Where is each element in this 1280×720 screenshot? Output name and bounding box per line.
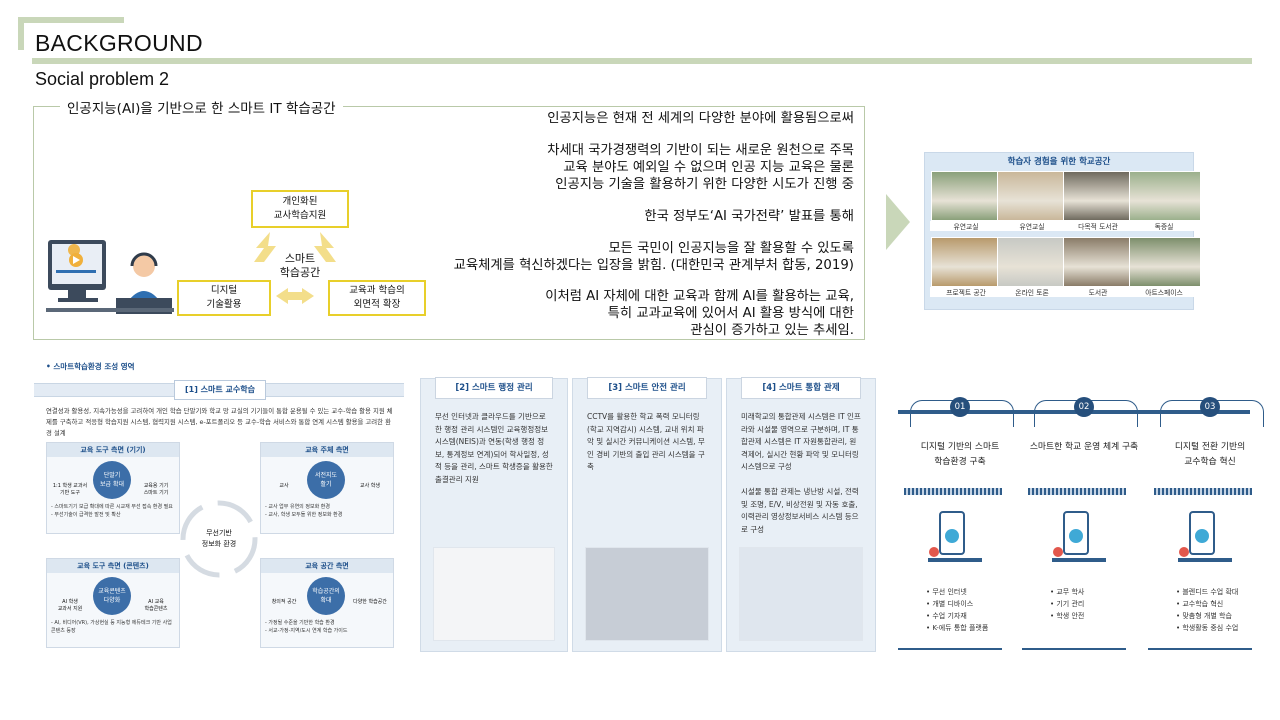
card-text: 미래학교의 통합관제 시스템은 IT 인프라와 시설물 영역으로 구분하며, I…	[741, 412, 861, 534]
node-digital-tech: 디지털 기술활용	[177, 280, 271, 316]
diagram-center: 스마트 학습공간	[279, 252, 321, 279]
school-photo	[997, 171, 1069, 221]
block-right: 교사 학생	[360, 483, 380, 489]
paragraph-2: 차세대 국가경쟁력의 기반이 되는 새로운 원천으로 주목 교육 분야도 예외일…	[547, 143, 854, 192]
school-photo	[931, 171, 1003, 221]
block-right: 다양한 학습공간	[353, 599, 387, 605]
column-stripe	[904, 488, 1002, 495]
block-title: 교육 주체 측면	[261, 443, 393, 457]
column-bullets: • 무선 인터넷 • 개별 디바이스 • 수업 기자재 • K-에듀 통합 플랫…	[926, 588, 989, 632]
column-illustration-icon	[1178, 511, 1232, 562]
cycle-center: 무선기반 정보화 환경	[201, 529, 237, 548]
block-center: 단말기 보급 확대	[93, 461, 131, 499]
photo-label: 온라인 토론	[996, 287, 1068, 297]
page-subtitle: Social problem 2	[35, 69, 170, 89]
column-baseline	[898, 648, 1002, 650]
block-left: 1:1 학생 교과서 기반 도구	[52, 483, 88, 496]
photo-label: 유연교실	[996, 221, 1068, 231]
block-title: 교육 도구 측면 (콘텐츠)	[47, 559, 179, 573]
block-left: 창의적 공간	[271, 599, 297, 605]
card-image	[739, 547, 863, 641]
column-baseline	[1148, 648, 1252, 650]
teacher-computer-icon	[46, 240, 174, 314]
feature-card: [3] 스마트 안전 관리 CCTV를 활용한 학교 폭력 모니터링(학교 지역감…	[572, 377, 722, 652]
column-bullets: • 블렌디드 수업 확대 • 교수학습 혁신 • 맞춤형 개별 학습 • 학생활…	[1176, 588, 1239, 632]
column-stripe	[1028, 488, 1126, 495]
corner-accent	[18, 17, 124, 50]
block-notes: - AI, 비디어(VR), 가상현실 등 지능형 에듀테크 기반 사업 콘텐츠…	[51, 620, 172, 634]
block-notes: - 교사 업무 유연의 정보화 환경 - 교사, 학생 모두들 위한 정보화 환…	[265, 504, 343, 518]
node-text: 교육과 학습의 외면적 확장	[349, 285, 405, 310]
column-illustration-icon	[1052, 511, 1106, 562]
block-center: 서전지도 활기	[307, 461, 345, 499]
columns-bar	[898, 410, 1250, 414]
column-title: 디지털 기반의 스마트 학습환경 구축	[920, 442, 1000, 467]
photo-label: 다목적 도서관	[1062, 221, 1134, 231]
school-photo	[931, 237, 1003, 287]
paragraph-5: 이처럼 AI 자체에 대한 교육과 함께 AI를 활용하는 교육, 특히 교과교…	[545, 289, 854, 338]
card-image	[585, 547, 709, 641]
infographic-heading: [1] 스마트 교수학습	[174, 380, 266, 400]
paragraph-4: 모든 국민이 인공지능을 잘 활용할 수 있도록 교육체계를 혁신하겠다는 입장…	[453, 241, 854, 273]
school-photo	[1063, 237, 1135, 287]
infographic-block: 교육 도구 측면 (기기) 단말기 보급 확대 1:1 학생 교과서 기반 도구 교육…	[46, 442, 180, 534]
school-photo	[1129, 171, 1201, 221]
block-right: AI 교육 학습콘텐츠	[144, 599, 168, 612]
chevron-right-icon	[886, 194, 910, 250]
column-number: 02	[1074, 397, 1094, 417]
block-center: 학습공간의 확대	[307, 577, 345, 615]
node-text: 디지털 기술활용	[206, 285, 242, 310]
block-left: AI 학생 교과서 지원	[57, 599, 83, 612]
column-number: 01	[950, 397, 970, 417]
card-title: [4] 스마트 통합 관제	[741, 377, 861, 399]
block-center: 교육콘텐츠 다양화	[93, 577, 131, 615]
block-title: 교육 도구 측면 (기기)	[47, 443, 179, 457]
card-title: [3] 스마트 안전 관리	[587, 377, 707, 399]
column-stripe	[1154, 488, 1252, 495]
page-title: BACKGROUND	[35, 30, 203, 56]
card-title: [2] 스마트 행정 관리	[435, 377, 553, 399]
paragraph-1: 인공지능은 현재 전 세계의 다양한 분야에 활용됨으로써	[547, 111, 854, 126]
card-image	[433, 547, 555, 641]
photo-label: 독증실	[1128, 221, 1200, 231]
photo-label: 아트스페이스	[1128, 287, 1200, 297]
column-baseline	[1022, 648, 1126, 650]
column-number: 03	[1200, 397, 1220, 417]
photo-label: 유연교실	[930, 221, 1002, 231]
block-notes: - 스마트기기 보급 확대에 따른 시교재 무선 접속 환경 필요 - 무선기술…	[51, 504, 173, 518]
school-photo	[1129, 237, 1201, 287]
cycle-arrows	[180, 500, 258, 578]
node-text: 개인화된 교사학습지원	[273, 196, 327, 221]
column-bullets: • 교무 학사 • 기기 관리 • 학생 안전	[1050, 588, 1085, 620]
infographic-block: 교육 도구 측면 (콘텐츠) 교육콘텐츠 다양화 AI 학생 교과서 지원 AI 교육…	[46, 558, 180, 648]
school-photo	[1063, 171, 1135, 221]
block-left: 교사	[279, 483, 289, 489]
infographic-title: • 스마트학습환경 조성 영역	[46, 362, 135, 371]
infographic-smart-teaching: [1] 스마트 교수학습 연결성과 활용성, 지속가능성을 고려하여 개인 학습…	[34, 378, 404, 652]
school-photo	[997, 237, 1069, 287]
node-personalized-support: 개인화된 교사학습지원	[251, 190, 349, 228]
block-right: 교육용 기기 스마트 기기	[143, 483, 169, 496]
card-text: 무선 인터넷과 클라우드를 기반으로 한 행정 관리 시스템인 교육행정정보시스…	[435, 412, 553, 484]
photo-label: 도서관	[1062, 287, 1134, 297]
card-text: CCTV를 활용한 학교 폭력 모니터링(학교 지역감시) 시스템, 교내 위치…	[587, 412, 705, 471]
box-label: 인공지능(AI)을 기반으로 한 스마트 IT 학습공간	[60, 97, 343, 117]
photo-label: 프로젝트 공간	[930, 287, 1002, 297]
block-title: 교육 공간 측면	[261, 559, 393, 573]
infographic-intro: 연결성과 활용성, 지속가능성을 고려하여 개인 학습 단말기와 학교 망 교실…	[46, 407, 393, 437]
column-illustration-icon	[928, 511, 982, 562]
title-rule	[32, 58, 1252, 64]
block-notes: - 가정될 수준을 기반한 학습 환경 - 서교-가정-지역/도시 연계 학습 …	[265, 620, 348, 634]
column-title: 디지털 전환 기반의 교수학습 혁신	[1174, 442, 1246, 467]
column-title: 스마트한 학교 운영 체계 구축	[1029, 442, 1139, 452]
paragraph-3: 한국 정부도‘AI 국가전략’ 발표를 통해	[644, 209, 854, 224]
panel-title: 학습자 경험을 위한 학교공간	[1007, 157, 1111, 167]
node-education-expansion: 교육과 학습의 외면적 확장	[328, 280, 426, 316]
diagram-arrows	[254, 232, 336, 304]
